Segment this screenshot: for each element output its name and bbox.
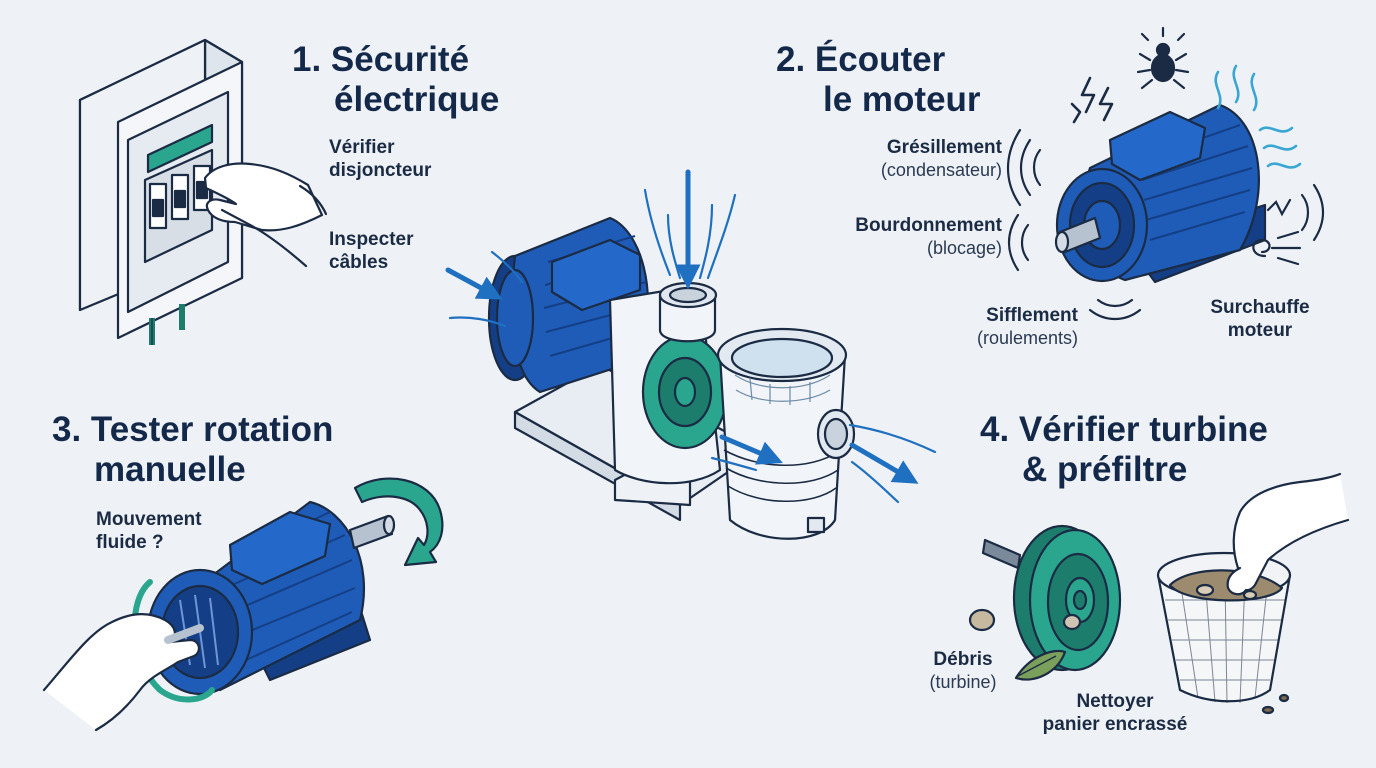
step4-label-basket: Nettoyer panier encrassé [1020,690,1210,736]
step4-label-basket-line1: Nettoyer [1076,691,1154,712]
step2-sound-crackling: Grésillement (condensateur) [840,136,1002,181]
step3-title-line2: manuelle [94,450,246,489]
step2-title-line2: le moteur [823,80,981,119]
step1-label-breaker-line2: disjoncteur [329,160,432,181]
step3-title-line1: 3. Tester rotation [52,410,334,449]
pump-icon [487,216,856,540]
step4-title-line2: & préfiltre [1022,450,1188,489]
hand-icon [203,162,328,268]
flow-arrows [445,169,937,504]
heat-waves-icon [1214,64,1302,169]
step4-label-basket-line2: panier encrassé [1042,714,1188,735]
impeller-icon [968,524,1122,681]
basket-icon [1156,551,1292,715]
motor-icon [1054,103,1267,284]
step1-label-breaker: Vérifier disjoncteur [329,136,431,182]
step3-label-movement-line2: fluide ? [96,532,164,553]
step3-label-movement-line1: Mouvement [96,509,202,530]
step4-label-debris-line1: Débris [933,649,993,670]
hand-icon [1226,472,1350,596]
step1-label-cables-line1: Inspecter [329,229,414,250]
bug-icon [1136,26,1190,90]
step2-sound-overheat: Surchauffe moteur [1195,296,1325,342]
step1-title-line2: électrique [334,80,500,119]
electrical-panel-icon [78,38,244,345]
step3-title: 3. Tester rotation manuelle [52,410,333,490]
step2-sound-overheat-line2: moteur [1227,320,1293,341]
step4-label-debris-line2: (turbine) [929,672,997,692]
step2-sound-humming: Bourdonnement (blocage) [820,214,1002,259]
step2-sound-crackling-name: Grésillement [886,137,1002,158]
step2-title-line1: 2. Écouter [776,40,946,79]
step4-title-line1: 4. Vérifier turbine [980,410,1268,449]
lightning-icon [1070,76,1114,124]
step4-title: 4. Vérifier turbine & préfiltre [980,410,1268,490]
hand-icon [42,579,215,732]
step2-sound-whistling: Sifflement (roulements) [940,304,1078,349]
sound-waves-icon [1006,128,1325,321]
rotation-arrow-icon [353,477,444,567]
step1-label-cables: Inspecter câbles [329,228,413,274]
step2-sound-humming-cause: (blocage) [926,238,1002,258]
step2-sound-whistling-name: Sifflement [986,305,1078,326]
step2-sound-overheat-line1: Surchauffe [1210,297,1310,318]
step1-label-cables-line2: câbles [329,252,389,273]
step2-title: 2. Écouter le moteur [776,40,981,120]
step2-sound-crackling-cause: (condensateur) [880,160,1002,180]
step1-title: 1. Sécurité électrique [292,40,499,120]
step2-sound-humming-name: Bourdonnement [855,215,1002,236]
step3-label-movement: Mouvement fluide ? [96,508,202,554]
step1-label-breaker-line1: Vérifier [329,137,395,158]
step1-title-line1: 1. Sécurité [292,40,470,79]
step4-label-debris: Débris (turbine) [908,648,1018,693]
step2-sound-whistling-cause: (roulements) [976,328,1078,348]
